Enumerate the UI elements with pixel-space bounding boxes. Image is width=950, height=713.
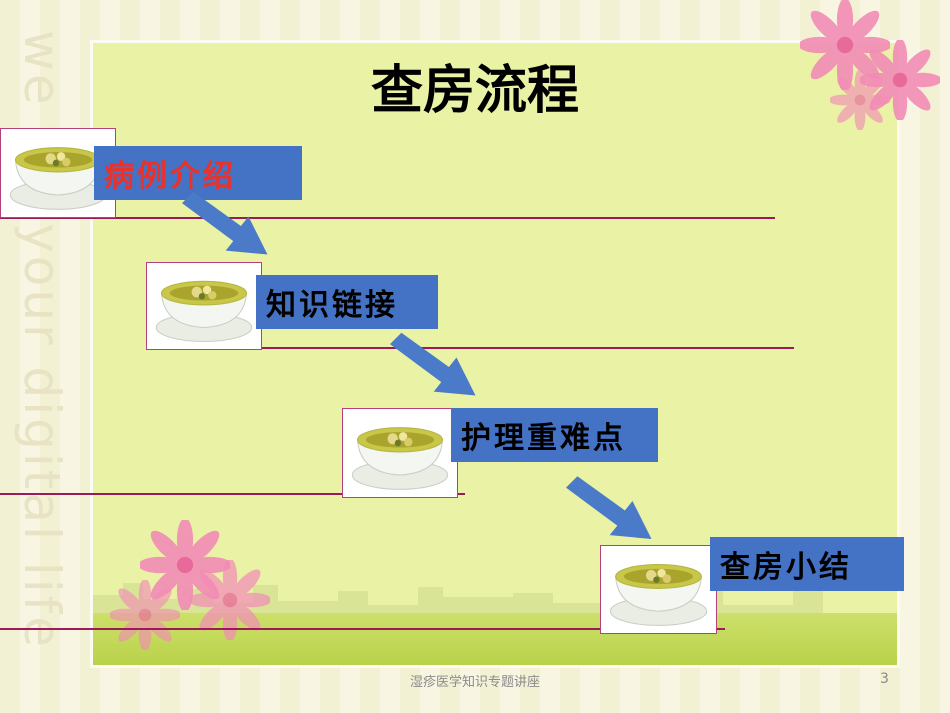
divider-line <box>158 347 794 349</box>
divider-line <box>0 493 465 495</box>
slide-title: 查房流程 <box>370 61 579 121</box>
arrow-down-right-icon <box>390 325 485 407</box>
divider-line <box>0 217 775 219</box>
arrow-down-right-icon <box>182 190 277 260</box>
step-label-2: 知识链接 <box>256 275 438 329</box>
step-label-1: 病例介绍 <box>94 146 302 200</box>
footer-text: 湿疹医学知识专题讲座 <box>409 675 540 690</box>
arrow-down-right-icon <box>566 472 661 547</box>
divider-line <box>0 628 725 630</box>
page-number: 3 <box>880 671 889 687</box>
step-label-3: 护理重难点 <box>451 408 658 462</box>
tea-cup-icon <box>600 545 717 634</box>
tea-cup-icon <box>342 408 458 498</box>
tea-cup-icon <box>146 262 262 350</box>
flower-decoration <box>110 580 180 650</box>
step-label-4: 查房小结 <box>710 537 904 591</box>
